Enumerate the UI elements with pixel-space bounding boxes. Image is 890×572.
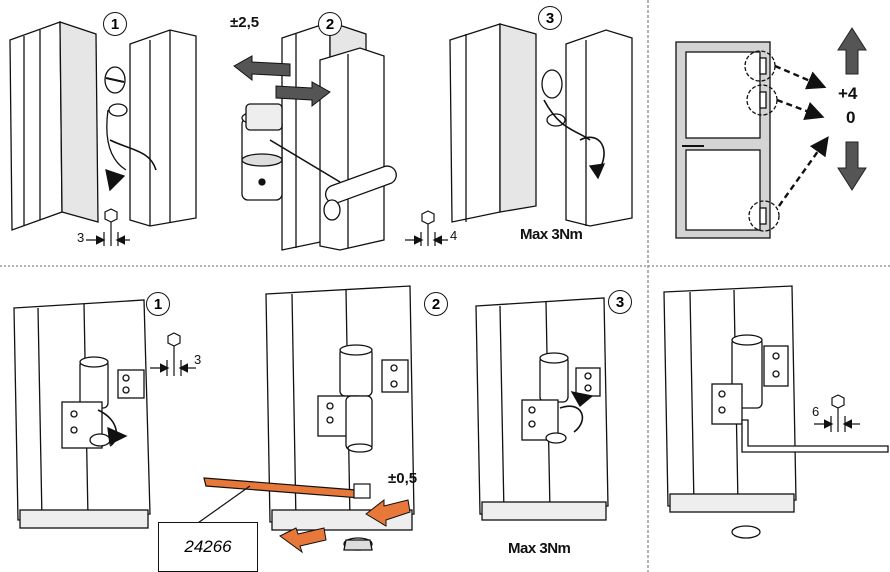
bottom-step4-hexkey-symbol — [814, 394, 860, 432]
top-step1-number: 1 — [103, 12, 127, 36]
bottom-step2-number: 2 — [424, 292, 448, 316]
top-step1-hexkey-symbol — [86, 208, 130, 246]
shim-tool — [187, 477, 371, 531]
arrow-down-icon — [837, 141, 867, 191]
door-up-down-arrows — [837, 27, 867, 191]
door-adjust-zero-value: 0 — [846, 108, 856, 127]
bottom-step2-adjust-arrows — [279, 498, 411, 554]
bottom-step1-profile — [13, 299, 151, 529]
arrow-up-icon — [837, 27, 867, 75]
bottom-step1-hexkey-symbol — [150, 332, 196, 376]
top-step2-adjust-range: ±2,5 — [230, 14, 260, 31]
top-step2-number: 2 — [318, 12, 342, 36]
door-adjust-up-value: +4 — [838, 84, 858, 103]
top-step2-profiles — [241, 21, 397, 251]
top-step3-number: 3 — [538, 6, 562, 30]
bottom-step2-adjust-range: ±0,5 — [388, 470, 418, 487]
bottom-step3-profile — [475, 297, 609, 521]
top-step1-profiles — [9, 21, 197, 231]
bottom-step1-number: 1 — [146, 292, 170, 316]
bottom-step4-profile — [663, 285, 889, 539]
bottom-step3-number: 3 — [608, 290, 632, 314]
top-step1-hex-size: 3 — [77, 230, 85, 245]
top-step3-hex-size: 4 — [450, 228, 458, 243]
bottom-step1-hex-size: 3 — [194, 352, 202, 367]
bottom-step2-profile — [265, 285, 415, 551]
door-drawing — [675, 41, 780, 239]
bottom-step3-torque: Max 3Nm — [508, 540, 571, 557]
part-number-box: 24266 — [158, 522, 258, 572]
top-step3-profiles — [449, 23, 633, 227]
bottom-step4-hex-size: 6 — [812, 404, 820, 419]
door-dashed-leaders — [774, 64, 829, 207]
top-step2-adjust-arrows — [233, 55, 331, 108]
top-step3-hexkey-symbol — [405, 210, 448, 246]
top-step3-torque: Max 3Nm — [520, 226, 583, 243]
